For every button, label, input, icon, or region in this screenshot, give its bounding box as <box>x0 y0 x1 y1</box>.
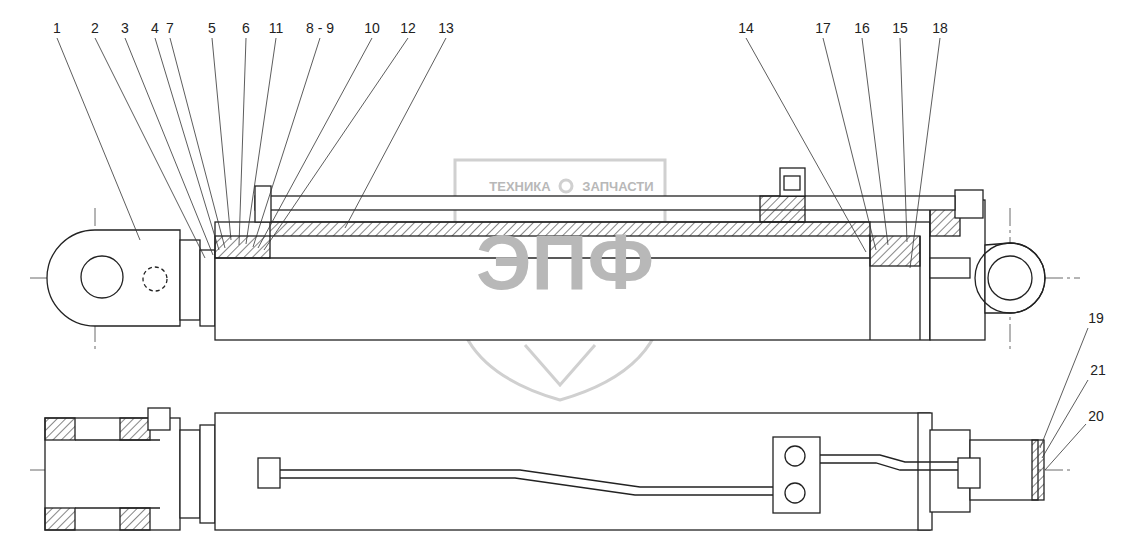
callout-number: 21 <box>1090 363 1106 377</box>
callout-number: 2 <box>91 21 99 35</box>
watermark-text: ЗАПЧАСТИ <box>582 180 653 193</box>
callout-number: 13 <box>438 21 454 35</box>
callout-number: 5 <box>208 21 216 35</box>
callout-number: 20 <box>1088 409 1104 423</box>
watermark-text: ТЕХНИКА <box>489 180 550 193</box>
callout-number: 8 - 9 <box>306 21 334 35</box>
callout-number: 16 <box>854 21 870 35</box>
callout-number: 15 <box>892 21 908 35</box>
callout-number: 3 <box>121 21 129 35</box>
callout-number: 6 <box>242 21 250 35</box>
callout-number: 14 <box>738 21 754 35</box>
callout-number: 17 <box>815 21 831 35</box>
watermark-text: ЭПФ <box>476 223 654 301</box>
callout-number: 1 <box>53 21 61 35</box>
callout-number: 12 <box>400 21 416 35</box>
callout-number: 4 <box>151 21 159 35</box>
callout-number: 11 <box>269 21 284 35</box>
callout-number: 7 <box>166 21 174 35</box>
callout-number: 18 <box>932 21 948 35</box>
callout-number: 10 <box>364 21 380 35</box>
callout-number: 19 <box>1088 311 1104 325</box>
